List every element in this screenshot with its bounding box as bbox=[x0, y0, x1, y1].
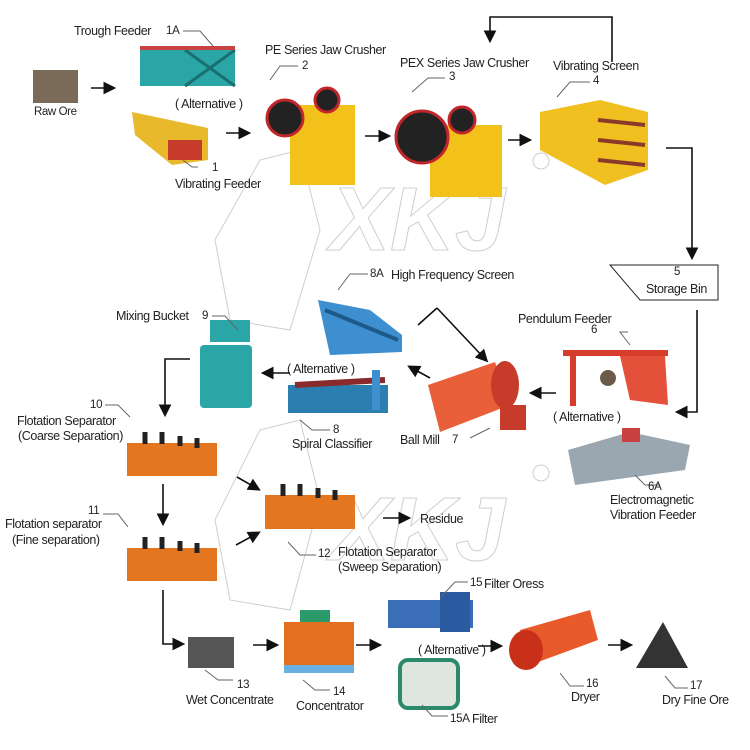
em-feeder-num: 6A bbox=[648, 481, 662, 493]
raw-ore-label: Raw Ore bbox=[34, 106, 77, 118]
dry-fine-ore-pile bbox=[636, 622, 688, 668]
flot-sweep-label-2: (Sweep Separation) bbox=[338, 560, 442, 574]
flow-arrows bbox=[91, 16, 699, 653]
vibrating-feeder-label: Vibrating Feeder bbox=[175, 177, 261, 191]
concentrator-num: 14 bbox=[333, 686, 346, 698]
pendulum-feeder-num: 6 bbox=[591, 324, 598, 336]
mixing-bucket-num: 9 bbox=[202, 310, 209, 322]
mixing-bucket-label: Mixing Bucket bbox=[116, 309, 189, 323]
pe-jaw-crusher-machine bbox=[265, 86, 355, 185]
dry-fine-ore-label: Dry Fine Ore bbox=[662, 693, 729, 707]
trough-feeder-machine bbox=[140, 46, 236, 88]
storage-bin-shape bbox=[608, 264, 719, 301]
alternative-label-1: ( Alternative ) bbox=[175, 97, 243, 111]
ball-mill-num: 7 bbox=[452, 434, 459, 446]
hf-screen-num: 8A bbox=[370, 268, 384, 280]
dryer-label: Dryer bbox=[571, 690, 600, 704]
dryer-num: 16 bbox=[586, 678, 599, 690]
electromagnetic-feeder-machine bbox=[568, 428, 690, 485]
raw-ore-image bbox=[33, 70, 78, 103]
em-feeder-label-1: Electromagnetic bbox=[610, 493, 694, 507]
filter-label: Filter bbox=[472, 712, 498, 726]
pendulum-feeder-label: Pendulum Feeder bbox=[518, 312, 612, 326]
residue-label: Residue bbox=[420, 512, 464, 526]
filter-machine bbox=[398, 658, 460, 710]
filter-press-num: 15 bbox=[470, 577, 483, 589]
vibrating-screen-machine bbox=[540, 100, 648, 185]
mixing-bucket-machine bbox=[200, 320, 252, 408]
flot-sweep-num: 12 bbox=[318, 548, 331, 560]
flot-coarse-label-1: Flotation Separator bbox=[17, 414, 116, 428]
vibrating-screen-num: 4 bbox=[593, 75, 600, 87]
alternative-label-15: ( Alternative ) bbox=[418, 643, 486, 657]
em-feeder-label-2: Vibration Feeder bbox=[610, 508, 696, 522]
flotation-fine-machine bbox=[127, 537, 217, 581]
wet-concentrate-num: 13 bbox=[237, 679, 250, 691]
alternative-label-8: ( Alternative ) bbox=[287, 362, 355, 376]
dry-fine-ore-num: 17 bbox=[690, 680, 703, 692]
trough-feeder-label: Trough Feeder bbox=[74, 24, 152, 38]
concentrator-machine bbox=[284, 610, 354, 673]
storage-bin-num: 5 bbox=[674, 266, 681, 278]
vibrating-screen-label: Vibrating Screen bbox=[553, 59, 639, 73]
vibrating-feeder-machine bbox=[132, 112, 208, 165]
pe-crusher-label: PE Series Jaw Crusher bbox=[265, 43, 386, 57]
wet-concentrate-label: Wet Concentrate bbox=[186, 693, 274, 707]
concentrator-label: Concentrator bbox=[296, 699, 364, 713]
leader-lines bbox=[103, 30, 688, 717]
pex-jaw-crusher-machine bbox=[394, 105, 502, 197]
pendulum-feeder-machine bbox=[563, 350, 668, 406]
flotation-coarse-machine bbox=[127, 432, 217, 476]
flot-coarse-num: 10 bbox=[90, 399, 103, 411]
pex-crusher-num: 3 bbox=[449, 71, 456, 83]
flot-fine-label-2: (Fine separation) bbox=[12, 533, 100, 547]
hf-screen-branch-line bbox=[417, 307, 438, 326]
alternative-label-6: ( Alternative ) bbox=[553, 410, 621, 424]
spiral-classifier-label: Spiral Classifier bbox=[292, 437, 373, 451]
flot-fine-label-1: Flotation separator bbox=[5, 517, 102, 531]
trough-feeder-num: 1A bbox=[166, 25, 180, 37]
dryer-machine bbox=[509, 610, 598, 670]
flot-fine-num: 11 bbox=[88, 505, 100, 517]
spiral-classifier-num: 8 bbox=[333, 424, 340, 436]
filter-press-label: Filter Oress bbox=[484, 577, 544, 591]
wet-concentrate-image bbox=[188, 637, 234, 668]
filter-press-machine bbox=[388, 592, 473, 632]
filter-num: 15A bbox=[450, 713, 470, 725]
svg-text:XKJ: XKJ bbox=[325, 480, 507, 580]
hf-screen-label: High Frequency Screen bbox=[391, 268, 514, 282]
flot-sweep-label-1: Flotation Separator bbox=[338, 545, 437, 559]
spiral-classifier-machine bbox=[288, 370, 388, 413]
high-frequency-screen-machine bbox=[318, 300, 402, 355]
pe-crusher-num: 2 bbox=[302, 60, 309, 72]
vibrating-feeder-num: 1 bbox=[212, 162, 219, 174]
flotation-sweep-machine bbox=[265, 484, 355, 529]
pex-crusher-label: PEX Series Jaw Crusher bbox=[400, 56, 529, 70]
flot-coarse-label-2: (Coarse Separation) bbox=[18, 429, 123, 443]
storage-bin-label: Storage Bin bbox=[646, 282, 707, 296]
ball-mill-label: Ball Mill bbox=[400, 433, 440, 447]
ball-mill-machine bbox=[428, 361, 526, 432]
